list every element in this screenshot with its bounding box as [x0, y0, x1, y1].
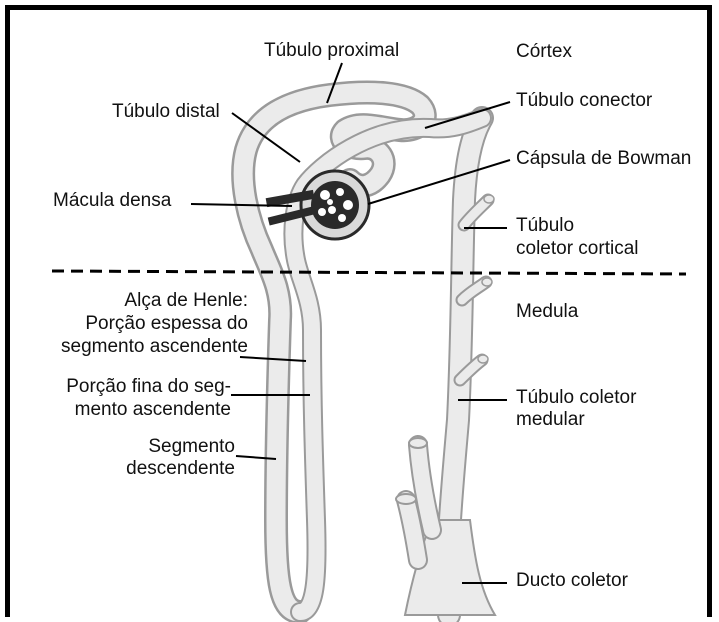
label-cortex: Córtex: [516, 41, 572, 63]
label-tubulo-proximal: Túbulo proximal: [264, 40, 399, 62]
cortex-medulla-border: [52, 271, 686, 274]
label-macula-densa: Mácula densa: [53, 190, 171, 212]
label-segmento-descendente-2: descendente: [126, 458, 235, 480]
label-medula: Medula: [516, 301, 578, 323]
label-alca-henle-3: segmento ascendente: [61, 336, 248, 358]
label-porcao-fina-2: mento ascendente: [75, 399, 231, 421]
label-tubulo-distal: Túbulo distal: [112, 101, 220, 123]
label-ducto-coletor: Ducto coletor: [516, 570, 628, 592]
label-tubulo-coletor-medular-1: Túbulo coletor: [516, 387, 636, 409]
label-tubulo-coletor-medular-2: medular: [516, 409, 585, 431]
label-tubulo-coletor-cortical-1: Túbulo: [516, 215, 574, 237]
label-alca-henle-2: Porção espessa do: [85, 313, 248, 335]
label-tubulo-coletor-cortical-2: coletor cortical: [516, 238, 639, 260]
label-porcao-fina-1: Porção fina do seg-: [66, 376, 231, 398]
label-alca-henle-1: Alça de Henle:: [124, 290, 248, 312]
label-segmento-descendente-1: Segmento: [148, 436, 235, 458]
collecting-duct-tree: [396, 112, 495, 615]
label-tubulo-conector: Túbulo conector: [516, 90, 652, 112]
label-capsula-bowman: Cápsula de Bowman: [516, 148, 691, 170]
